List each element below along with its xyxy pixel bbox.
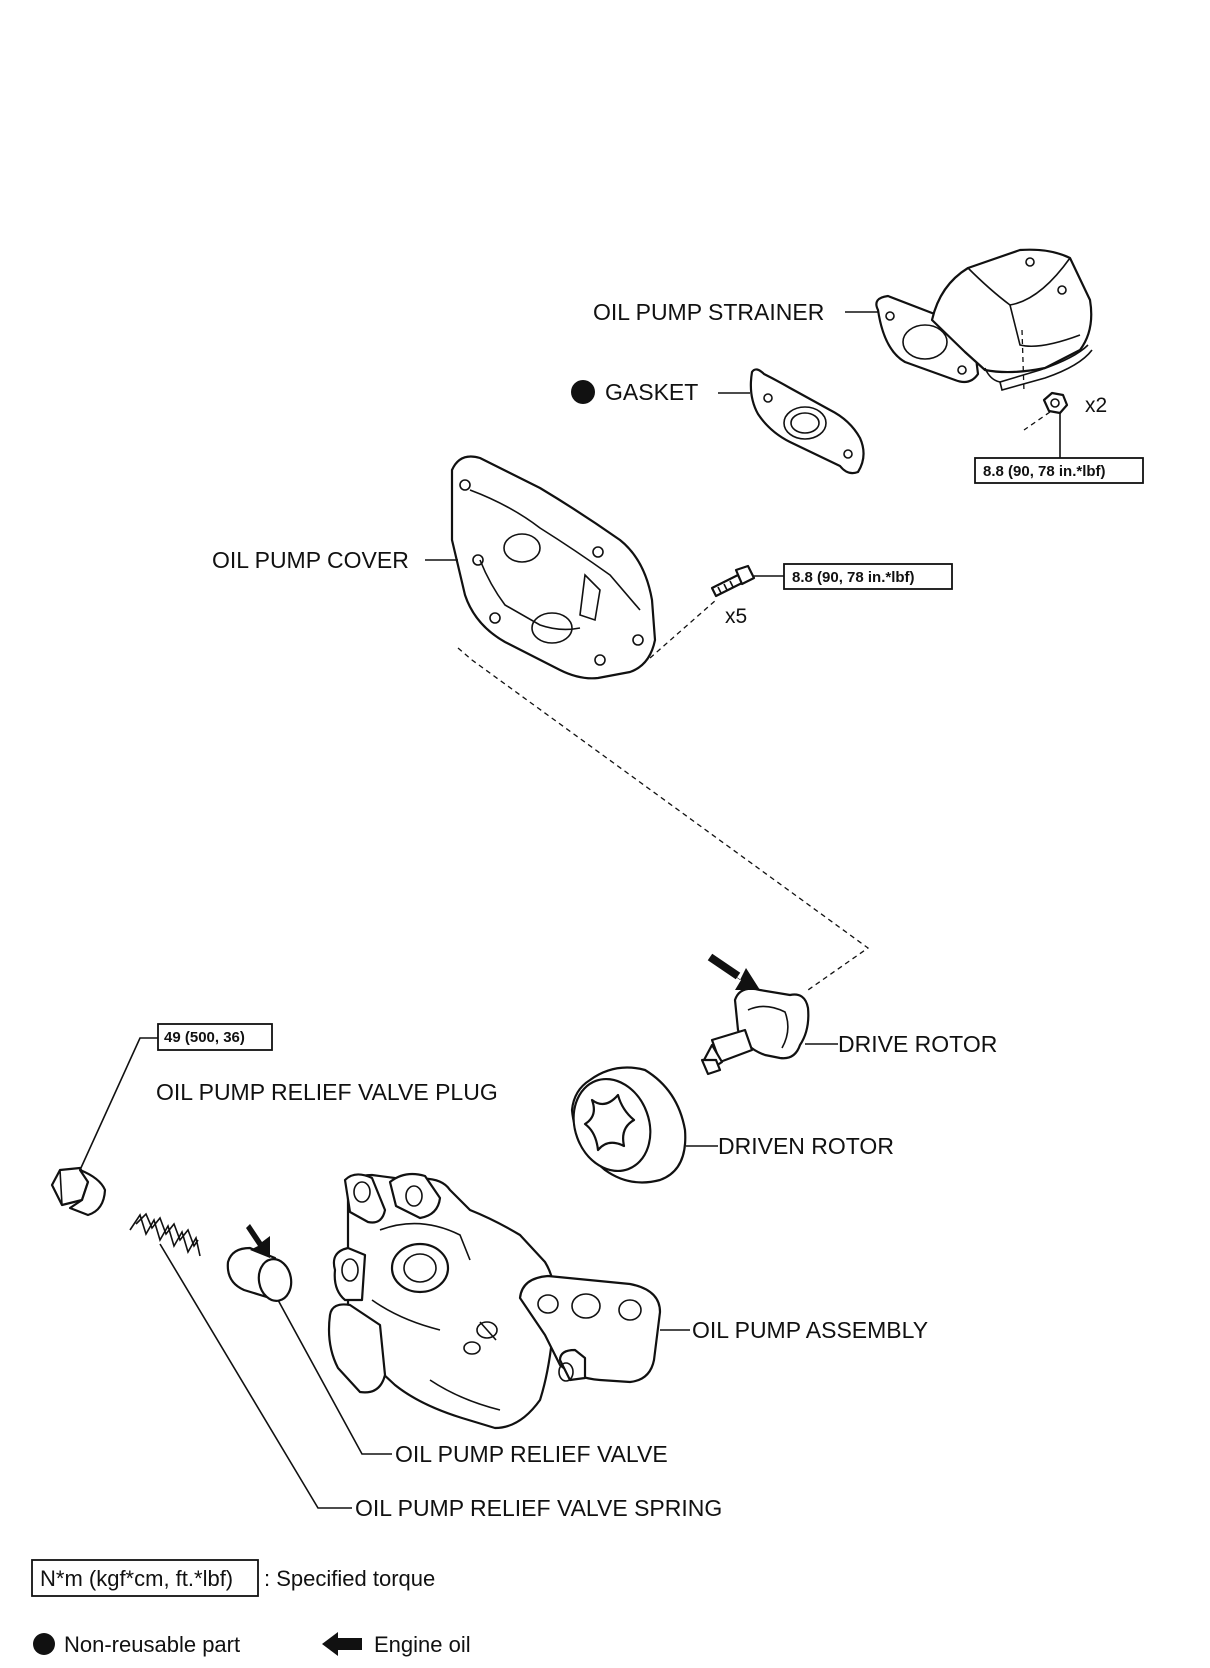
legend-engine-oil-text: Engine oil (374, 1632, 471, 1657)
non-reusable-marker-icon (571, 380, 595, 404)
torque-box-cover: 8.8 (90, 78 in.*lbf) (783, 563, 953, 590)
label-oil-pump-assembly: OIL PUMP ASSEMBLY (692, 1317, 928, 1343)
torque-value-strainer: 8.8 (90, 78 in.*lbf) (983, 463, 1106, 480)
strainer-nut-quantity: x2 (1085, 394, 1107, 417)
driven-rotor (570, 1066, 718, 1184)
legend-torque-unit: N*m (kgf*cm, ft.*lbf) (40, 1566, 233, 1591)
torque-value-cover: 8.8 (90, 78 in.*lbf) (792, 569, 915, 586)
label-oil-pump-strainer: OIL PUMP STRAINER (593, 299, 824, 325)
legend-non-reusable: Non-reusable part (33, 1632, 240, 1657)
engine-oil-arrow-relief-valve-icon (246, 1224, 270, 1258)
cover-bolt-icon (710, 564, 784, 598)
legend-non-reusable-text: Non-reusable part (64, 1632, 240, 1657)
legend-torque-key: N*m (kgf*cm, ft.*lbf) : Specified torque (31, 1559, 435, 1597)
oil-pump-cover (450, 455, 657, 680)
relief-valve (226, 1246, 293, 1302)
label-relief-valve: OIL PUMP RELIEF VALVE (395, 1441, 668, 1467)
relief-valve-spring (129, 1212, 201, 1257)
relief-valve-plug (50, 1166, 107, 1217)
label-gasket: GASKET (605, 379, 698, 405)
label-driven-rotor: DRIVEN ROTOR (718, 1133, 894, 1159)
torque-box-strainer: 8.8 (90, 78 in.*lbf) (974, 457, 1144, 484)
label-relief-valve-plug: OIL PUMP RELIEF VALVE PLUG (156, 1079, 498, 1105)
engine-oil-legend-icon (322, 1632, 362, 1656)
drive-rotor (700, 987, 838, 1076)
non-reusable-legend-icon (33, 1633, 55, 1655)
label-oil-pump-cover: OIL PUMP COVER (212, 547, 409, 573)
legend-engine-oil: Engine oil (322, 1632, 471, 1657)
oil-pump-assembly (327, 1172, 690, 1430)
torque-box-relief-plug: 49 (500, 36) (157, 1023, 273, 1051)
legend-torque-text: : Specified torque (264, 1566, 435, 1591)
gasket (749, 368, 865, 475)
label-drive-rotor: DRIVE ROTOR (838, 1031, 997, 1057)
oil-pump-strainer (875, 248, 1093, 393)
legend: N*m (kgf*cm, ft.*lbf) : Specified torque… (31, 1559, 471, 1657)
cover-bolt-quantity: x5 (725, 605, 747, 628)
strainer-nut-icon (1023, 391, 1069, 458)
engine-oil-arrow-drive-rotor-icon (707, 953, 760, 990)
torque-value-relief-plug: 49 (500, 36) (164, 1029, 245, 1046)
label-relief-valve-spring: OIL PUMP RELIEF VALVE SPRING (355, 1495, 722, 1521)
